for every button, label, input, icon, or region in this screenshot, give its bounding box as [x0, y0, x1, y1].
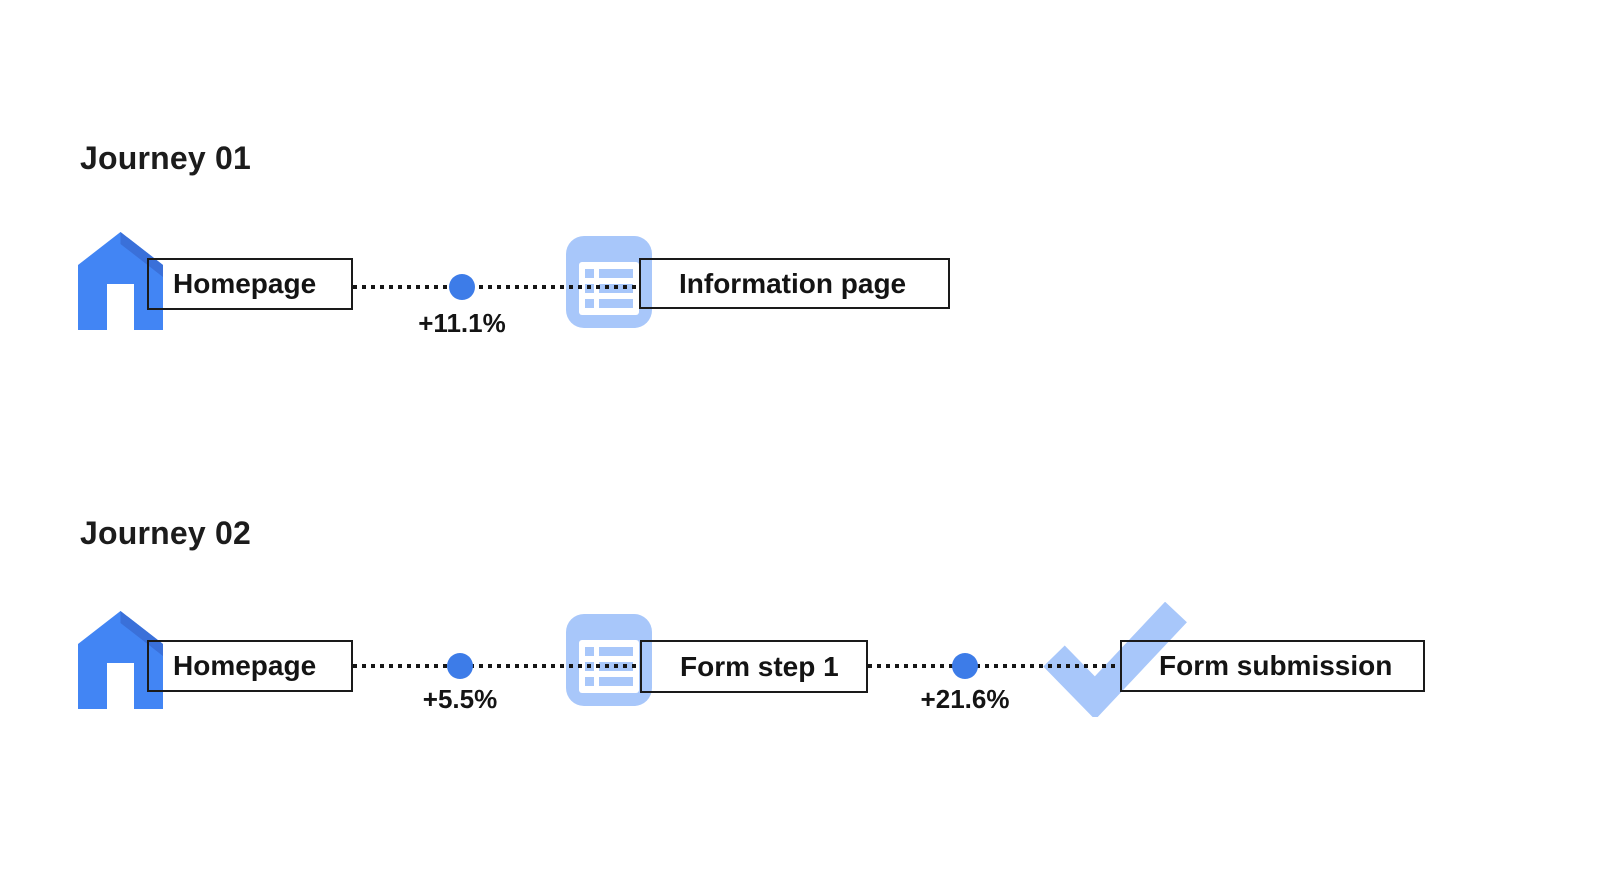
home-icon — [78, 232, 163, 330]
journey-node-form-submission: Form submission — [1120, 640, 1425, 692]
node-label: Form step 1 — [680, 650, 839, 682]
journey-1-title: Journey 01 — [80, 140, 251, 176]
transition-dot — [447, 653, 473, 679]
journey-node-homepage: Homepage — [147, 640, 353, 692]
connector-line — [353, 285, 639, 289]
transition-percent: +11.1% — [418, 308, 506, 338]
node-label: Homepage — [173, 650, 317, 681]
transition-dot — [952, 653, 978, 679]
node-label: Information page — [679, 267, 907, 299]
connector-line — [868, 664, 1120, 668]
journey-node-information-page: Information page — [639, 258, 950, 309]
journey-node-homepage: Homepage — [147, 258, 353, 310]
journey-2-title: Journey 02 — [80, 515, 251, 551]
node-label: Form submission — [1159, 650, 1393, 681]
node-label: Homepage — [173, 268, 317, 299]
journey-node-form-step-1: Form step 1 — [640, 640, 868, 693]
connector-line — [353, 664, 640, 668]
home-icon — [78, 611, 163, 709]
transition-percent: +21.6% — [920, 684, 1010, 714]
transition-dot — [449, 274, 475, 300]
transition-percent: +5.5% — [422, 684, 498, 714]
